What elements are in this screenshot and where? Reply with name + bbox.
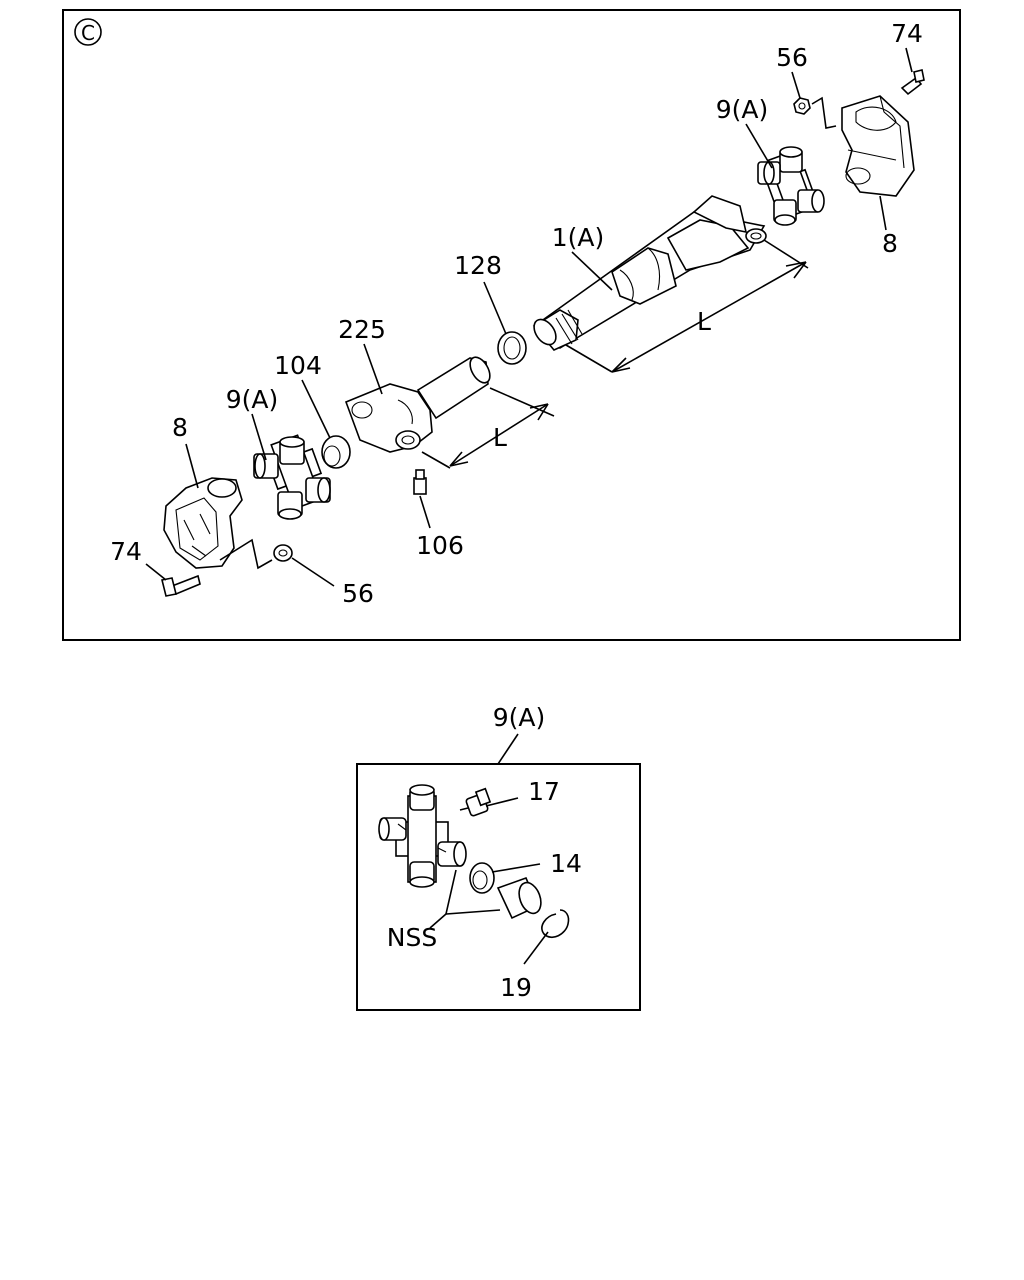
label-part-104: 104: [274, 351, 322, 380]
main-diagram-frame: [62, 9, 961, 641]
label-dimension-l-left: L: [493, 423, 507, 452]
section-marker: C: [74, 18, 102, 46]
ring-128: [497, 331, 527, 365]
detail-label-14: 14: [550, 849, 582, 878]
bolt-74-left: [161, 574, 201, 597]
detail-snap-ring-19: [541, 909, 570, 939]
leader-lines-main: [145, 47, 913, 587]
label-part-8-top: 8: [882, 229, 898, 258]
detail-bearing-cup: [496, 876, 542, 920]
detail-frame: [356, 763, 641, 1011]
universal-joint-left: [253, 434, 331, 520]
flange-yoke-right: [841, 95, 915, 197]
nut-56-right: [793, 97, 811, 115]
detail-label-17: 17: [528, 777, 560, 806]
label-part-74-top: 74: [891, 19, 923, 48]
universal-joint-right: [757, 146, 825, 226]
detail-label-19: 19: [500, 973, 532, 1002]
label-part-74-left: 74: [110, 537, 142, 566]
label-part-8-left: 8: [172, 413, 188, 442]
detail-leader-lines: [429, 797, 549, 965]
label-part-106: 106: [416, 531, 464, 560]
dimension-l-right: [565, 239, 809, 373]
seal-104: [321, 435, 351, 469]
detail-spider: [378, 784, 467, 888]
detail-seal-14: [469, 862, 495, 894]
drive-shaft-1a: [532, 195, 767, 351]
label-part-56-left: 56: [342, 579, 374, 608]
label-part-225: 225: [338, 315, 386, 344]
dimension-l-left: [421, 387, 555, 469]
detail-title: 9(A): [493, 703, 546, 732]
section-marker-text: C: [81, 21, 95, 45]
bracket-line-left: [219, 538, 273, 570]
detail-label-nss: NSS: [387, 923, 437, 952]
label-part-1a: 1(A): [552, 223, 605, 252]
slip-yoke-225: [344, 356, 491, 453]
label-part-56-top: 56: [776, 43, 808, 72]
bracket-line-right: [811, 96, 837, 129]
label-part-128: 128: [454, 251, 502, 280]
flange-yoke-left: [163, 477, 243, 569]
grease-fitting-106: [413, 469, 427, 495]
nut-56-left: [273, 544, 293, 562]
bolt-74-right: [900, 69, 925, 96]
label-part-9a-top: 9(A): [716, 95, 769, 124]
label-part-9a-left: 9(A): [226, 385, 279, 414]
label-dimension-l-right: L: [697, 307, 711, 336]
detail-title-leader: [497, 733, 519, 765]
detail-grease-fitting-17: [459, 787, 492, 817]
